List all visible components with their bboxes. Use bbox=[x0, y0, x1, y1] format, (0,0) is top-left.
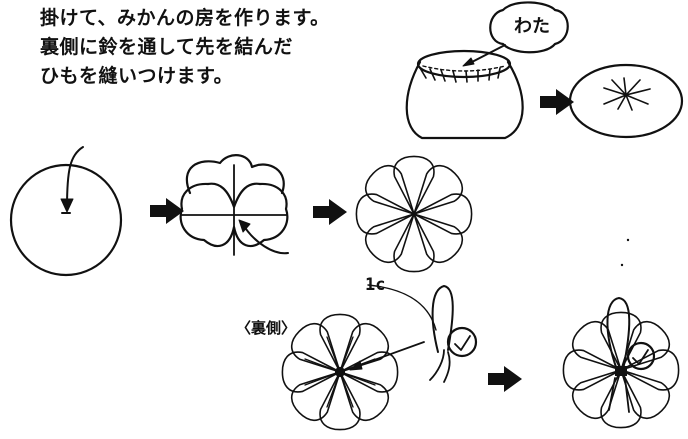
gathered-ball bbox=[568, 63, 684, 139]
arrow-icon bbox=[538, 87, 576, 117]
fabric-circle bbox=[9, 146, 123, 277]
back-side-ball bbox=[281, 313, 399, 431]
instruction-text: 掛けて、みかんの房を作ります。 裏側に鈴を通して先を結んだ ひもを縫いつけます。 bbox=[40, 4, 400, 91]
bell-icon bbox=[446, 326, 478, 358]
back-side-label: 〈裏側〉 bbox=[236, 319, 297, 337]
arrow-icon bbox=[486, 364, 524, 394]
cotton-label: わた bbox=[514, 16, 550, 37]
arrow-icon bbox=[148, 196, 186, 226]
instruction-line-3: ひもを縫いつけます。 bbox=[40, 65, 234, 87]
length-label: 1c bbox=[365, 275, 386, 295]
four-section-ball bbox=[179, 154, 289, 256]
instruction-line-2: 裏側に鈴を通して先を結んだ bbox=[40, 36, 293, 58]
finished-ornament bbox=[562, 297, 680, 429]
arrow-icon bbox=[311, 197, 349, 227]
instruction-line-1: 掛けて、みかんの房を作ります。 bbox=[40, 7, 330, 29]
cotton-callout bbox=[462, 1, 569, 67]
stuffed-pouch bbox=[405, 49, 524, 140]
eight-petal-ball bbox=[355, 155, 473, 273]
bell-cord bbox=[349, 284, 478, 383]
